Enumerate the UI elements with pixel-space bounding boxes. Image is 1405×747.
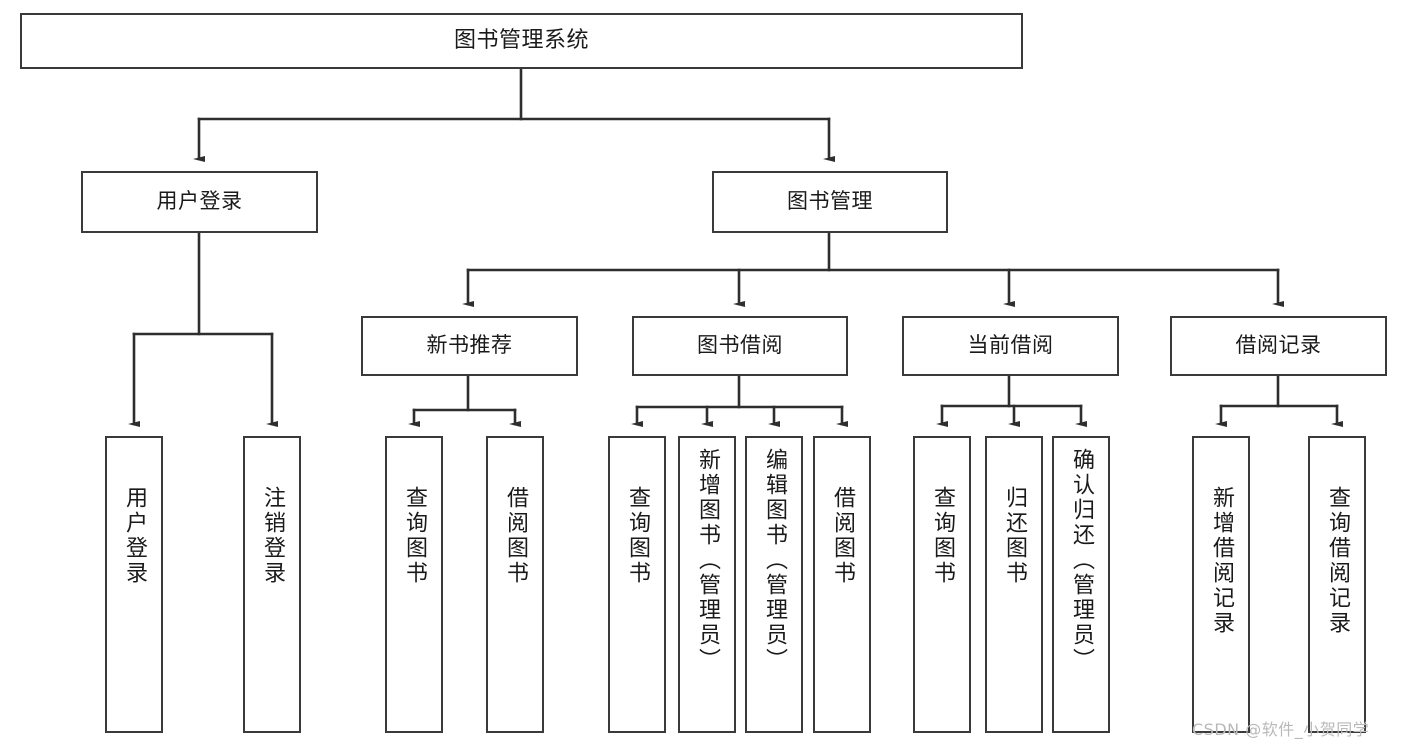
node-root-system[interactable]: 图书管理系统 xyxy=(20,13,1023,69)
csdn-watermark: CSDN @软件_小贺同学 xyxy=(1192,720,1370,739)
node-leaf-add-borrow-record[interactable]: 新增借阅记录 xyxy=(1192,436,1250,733)
node-label: 用户登录 xyxy=(122,486,147,586)
node-label: 查询图书 xyxy=(930,486,955,586)
node-label: 新书推荐 xyxy=(426,333,513,358)
node-current-borrow[interactable]: 当前借阅 xyxy=(902,316,1119,376)
node-label: 借阅记录 xyxy=(1235,333,1322,358)
node-label: 注销登录 xyxy=(260,486,285,586)
node-label: 图书借阅 xyxy=(697,333,783,358)
node-leaf-borrow-book-recommend[interactable]: 借阅图书 xyxy=(486,436,544,733)
node-leaf-user-login[interactable]: 用户登录 xyxy=(105,436,163,733)
node-label: 归还图书 xyxy=(1002,486,1027,586)
node-label: 查询图书 xyxy=(625,486,650,586)
node-label: 新增借阅记录 xyxy=(1209,486,1234,636)
node-label: 编辑图书（管理员） xyxy=(762,448,787,673)
node-label: 查询图书 xyxy=(402,486,427,586)
node-leaf-confirm-return[interactable]: 确认归还（管理员） xyxy=(1052,436,1110,733)
node-leaf-query-book-current[interactable]: 查询图书 xyxy=(913,436,971,733)
node-user-login[interactable]: 用户登录 xyxy=(81,171,318,233)
node-leaf-query-book-borrow[interactable]: 查询图书 xyxy=(608,436,666,733)
node-leaf-query-borrow-record[interactable]: 查询借阅记录 xyxy=(1308,436,1366,733)
node-label: 用户登录 xyxy=(156,189,243,214)
node-label: 确认归还（管理员） xyxy=(1069,448,1094,673)
node-label: 图书管理系统 xyxy=(453,27,589,53)
node-leaf-return-book[interactable]: 归还图书 xyxy=(985,436,1043,733)
node-new-book-recommend[interactable]: 新书推荐 xyxy=(361,316,578,376)
node-book-manage[interactable]: 图书管理 xyxy=(712,171,948,233)
node-leaf-edit-book[interactable]: 编辑图书（管理员） xyxy=(745,436,803,733)
node-book-borrow[interactable]: 图书借阅 xyxy=(632,316,848,376)
node-label: 查询借阅记录 xyxy=(1325,486,1350,636)
node-leaf-logout[interactable]: 注销登录 xyxy=(243,436,301,733)
node-label: 当前借阅 xyxy=(967,333,1054,358)
node-leaf-add-book[interactable]: 新增图书（管理员） xyxy=(678,436,736,733)
node-label: 借阅图书 xyxy=(830,486,855,586)
node-leaf-query-book-recommend[interactable]: 查询图书 xyxy=(385,436,443,733)
node-label: 新增图书（管理员） xyxy=(695,448,720,673)
node-label: 借阅图书 xyxy=(503,486,528,586)
node-leaf-borrow-book[interactable]: 借阅图书 xyxy=(813,436,871,733)
node-label: 图书管理 xyxy=(787,189,873,214)
node-borrow-record[interactable]: 借阅记录 xyxy=(1170,316,1387,376)
